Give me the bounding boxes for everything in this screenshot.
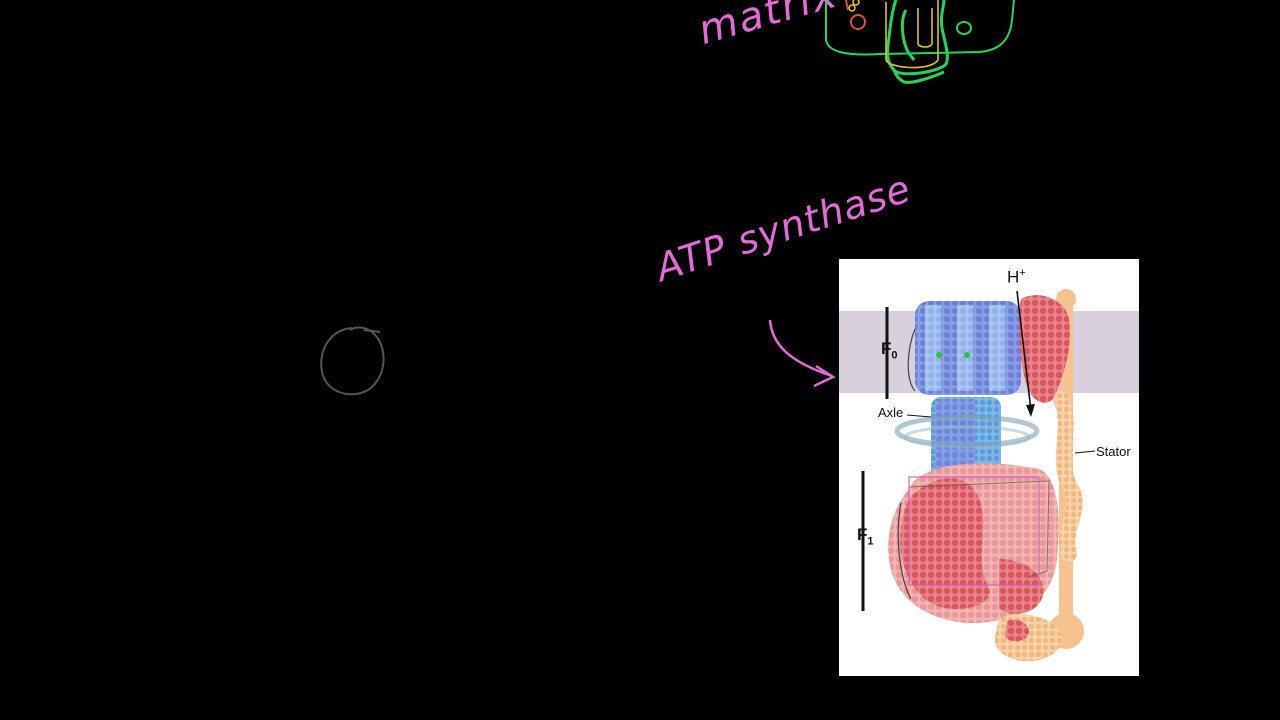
stator-chain bbox=[1053, 391, 1083, 562]
axle-label: Axle bbox=[878, 405, 904, 420]
pink-arrow bbox=[768, 319, 833, 378]
proton-arrow bbox=[1016, 290, 1032, 412]
matrix-annotation: matrix bbox=[693, 0, 843, 55]
axle-leader bbox=[906, 414, 932, 418]
gray-circle-doodle bbox=[320, 326, 385, 396]
mitochondrion-sketch bbox=[825, 0, 1015, 84]
stator-label: Stator bbox=[1096, 444, 1131, 459]
subunit-a bbox=[1018, 295, 1070, 403]
f0-label: F0 bbox=[881, 339, 898, 362]
stator-leader bbox=[1074, 450, 1096, 454]
f1-label: F1 bbox=[857, 525, 874, 548]
atp-synthase-figure: H+ F0 F1 Axle Stator bbox=[839, 259, 1139, 676]
pink-arrowhead bbox=[813, 364, 836, 388]
atp-synthase-illustration bbox=[839, 289, 1139, 662]
rotation-ring bbox=[894, 414, 1040, 448]
proton-label: H+ bbox=[1007, 267, 1026, 287]
